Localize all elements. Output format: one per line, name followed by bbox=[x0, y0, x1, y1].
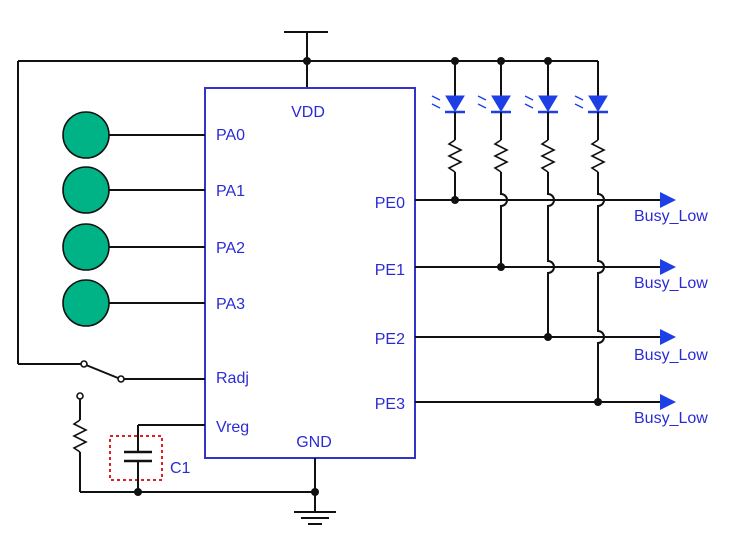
junction-pe2 bbox=[544, 333, 552, 341]
touch-pad-pa1 bbox=[62, 166, 110, 214]
pin-label-pe3: PE3 bbox=[375, 396, 405, 413]
output-arrow-pe1 bbox=[660, 259, 676, 275]
pin-label-pa3: PA3 bbox=[216, 296, 245, 313]
led-column-3 bbox=[524, 57, 558, 337]
pin-label-pa0: PA0 bbox=[216, 127, 245, 144]
ground-symbol bbox=[294, 511, 336, 525]
output-label-pe2: Busy_Low bbox=[634, 347, 708, 364]
capacitor-label: C1 bbox=[170, 460, 191, 477]
adjust-resistor bbox=[72, 392, 88, 492]
junction-pe0 bbox=[451, 196, 459, 204]
pin-label-pa1: PA1 bbox=[216, 183, 245, 200]
output-arrow-pe3 bbox=[660, 394, 676, 410]
output-label-pe3: Busy_Low bbox=[634, 410, 708, 427]
pin-label-vreg: Vreg bbox=[216, 419, 249, 436]
led-column-2 bbox=[477, 57, 511, 267]
touch-pad-pa2 bbox=[62, 223, 110, 271]
led-column-4 bbox=[574, 61, 608, 402]
chip-vdd-label: VDD bbox=[291, 104, 325, 121]
output-label-pe1: Busy_Low bbox=[634, 275, 708, 292]
pin-label-pe1: PE1 bbox=[375, 262, 405, 279]
led-column-1 bbox=[431, 57, 465, 200]
pin-label-pe2: PE2 bbox=[375, 331, 405, 348]
touch-pad-pa3 bbox=[62, 279, 110, 327]
junction-ground-cap bbox=[134, 488, 142, 496]
junction-pe1 bbox=[497, 263, 505, 271]
capacitor-highlight-box bbox=[109, 435, 163, 481]
chip-gnd-label: GND bbox=[296, 434, 332, 451]
pin-label-radj: Radj bbox=[216, 370, 249, 387]
touch-pad-pa0 bbox=[62, 111, 110, 159]
junction-ground-main bbox=[311, 488, 319, 496]
radj-switch bbox=[80, 360, 205, 383]
output-arrow-pe0 bbox=[660, 192, 676, 208]
junction-vdd bbox=[303, 57, 311, 65]
chip-body bbox=[204, 87, 416, 459]
output-arrow-pe2 bbox=[660, 329, 676, 345]
output-label-pe0: Busy_Low bbox=[634, 208, 708, 225]
junction-pe3 bbox=[594, 398, 602, 406]
pin-label-pe0: PE0 bbox=[375, 195, 405, 212]
pin-label-pa2: PA2 bbox=[216, 240, 245, 257]
